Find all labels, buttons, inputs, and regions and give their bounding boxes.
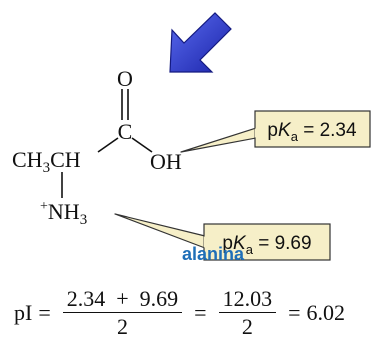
bond-c-to-alpha [97,137,119,153]
pka-sum-numerator: 2.34 + 9.69 [62,287,183,314]
compound-name-label: alanina [182,244,245,264]
carboxyl-pka-callout: pKa = 2.34 [180,110,371,153]
total-numerator: 12.03 [218,287,277,314]
carbonyl-oxygen-label: O [117,66,133,91]
amino-pka-callout: pKa = 9.69 [114,213,331,261]
equals-sign-2: = [194,299,207,325]
ammonium-group-label: +NH3 [40,199,87,228]
equals-sign-3: = [288,299,301,325]
down-left-arrow-icon [169,12,232,73]
pka-sum-fraction: 2.34 + 9.69 2 [62,287,183,340]
ch3ch-label: CH3CH [12,147,81,176]
total-fraction: 12.03 2 [218,287,277,340]
bond-lines [61,89,153,198]
total-denominator: 2 [241,314,253,340]
isoelectric-point-equation: pI = 2.34 + 9.69 2 = 12.03 2 = 6.02 [14,287,345,338]
bond-c-to-oh [131,137,153,153]
equals-sign-1: = [38,299,51,325]
alanine-structure-figure: O C OH CH3CH +NH3 pKa = 2.34 pKa = 9.69 [12,12,371,261]
carboxyl-carbon-label: C [118,119,133,144]
carboxyl-pka-text: pKa = 2.34 [267,120,357,144]
hydroxyl-label: OH [150,149,182,174]
pi-result: 6.02 [306,299,346,325]
equation-lhs: pI [14,299,33,325]
pka-sum-denominator: 2 [116,314,128,340]
amino-pka-text: pKa = 9.69 [222,233,311,257]
